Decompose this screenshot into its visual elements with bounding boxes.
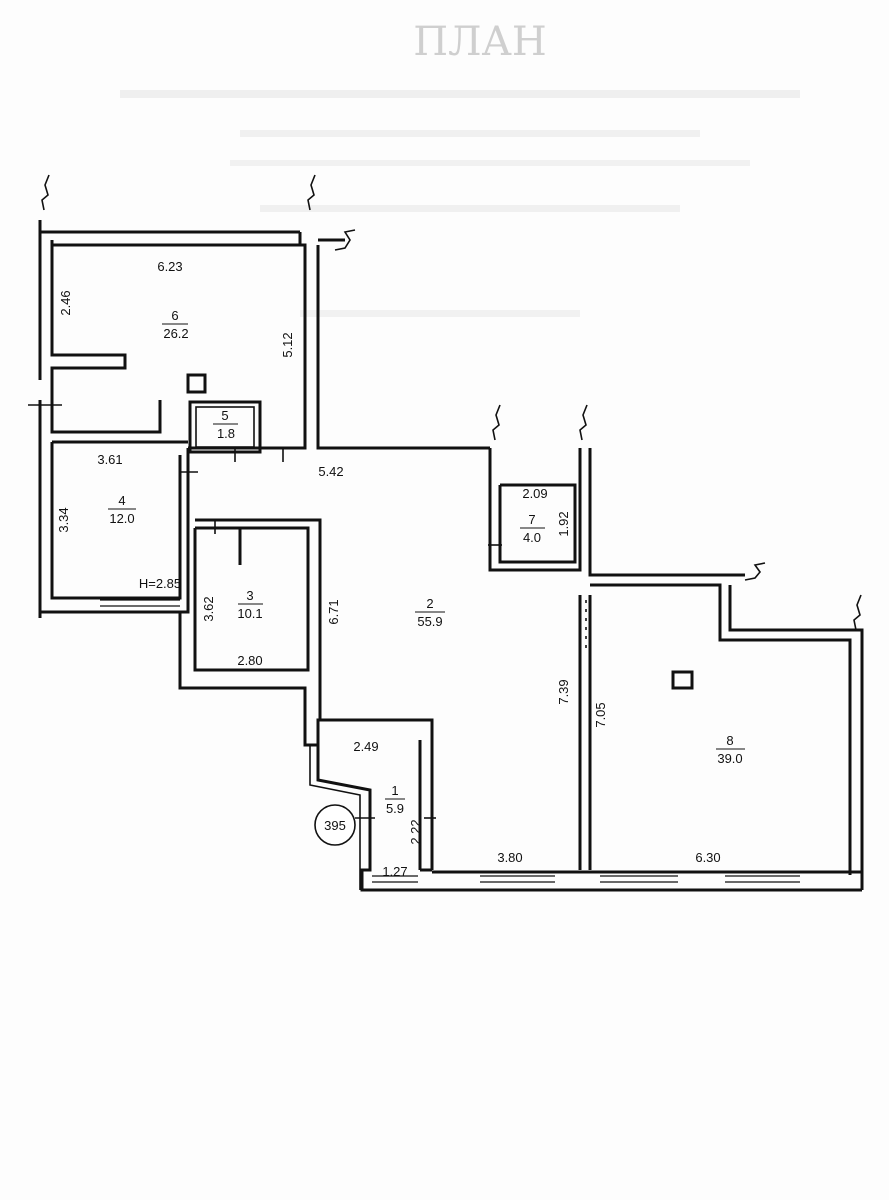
svg-text:2.49: 2.49 [353, 739, 378, 754]
svg-text:4.0: 4.0 [523, 530, 541, 545]
svg-text:3.61: 3.61 [97, 452, 122, 467]
plan-title: ПЛАН [413, 19, 546, 65]
faded-header-lines [120, 90, 800, 317]
svg-text:1: 1 [391, 783, 398, 798]
room-7-label: 7 4.0 [520, 512, 545, 545]
svg-text:5.12: 5.12 [280, 332, 295, 357]
svg-text:3.62: 3.62 [201, 596, 216, 621]
svg-text:3.34: 3.34 [56, 507, 71, 532]
svg-text:5: 5 [221, 408, 228, 423]
svg-text:2.80: 2.80 [237, 653, 262, 668]
break-marks [28, 174, 862, 819]
svg-text:2.22: 2.22 [408, 819, 423, 844]
svg-text:1.92: 1.92 [556, 511, 571, 536]
svg-text:26.2: 26.2 [163, 326, 188, 341]
svg-text:5.9: 5.9 [386, 801, 404, 816]
svg-text:395: 395 [324, 818, 346, 833]
svg-text:5.42: 5.42 [318, 464, 343, 479]
room-1-label: 1 5.9 [385, 783, 405, 816]
svg-text:1.27: 1.27 [382, 864, 407, 879]
svg-text:8: 8 [726, 733, 733, 748]
svg-text:3: 3 [246, 588, 253, 603]
svg-text:1.8: 1.8 [217, 426, 235, 441]
svg-text:2.46: 2.46 [58, 290, 73, 315]
dimensions: 6.23 2.46 5.12 3.61 3.34 5.42 2.09 1.92 … [56, 259, 721, 879]
windows [100, 599, 800, 883]
svg-text:6.23: 6.23 [157, 259, 182, 274]
svg-text:2: 2 [426, 596, 433, 611]
building-number-marker: 395 [314, 804, 356, 846]
svg-text:2.09: 2.09 [522, 486, 547, 501]
room-5-label: 5 1.8 [213, 408, 238, 441]
room-3-label: 3 10.1 [237, 588, 263, 621]
svg-text:7.39: 7.39 [556, 679, 571, 704]
svg-text:7.05: 7.05 [593, 702, 608, 727]
room-4-label: 4 12.0 [108, 493, 136, 526]
room-2-label: 2 55.9 [415, 596, 445, 629]
svg-text:4: 4 [118, 493, 125, 508]
room-6-label: 6 26.2 [162, 308, 189, 341]
svg-text:39.0: 39.0 [717, 751, 742, 766]
svg-text:55.9: 55.9 [417, 614, 442, 629]
walls [38, 220, 864, 892]
svg-text:3.80: 3.80 [497, 850, 522, 865]
room-8-label: 8 39.0 [716, 733, 745, 766]
svg-text:10.1: 10.1 [237, 606, 262, 621]
svg-text:6.30: 6.30 [695, 850, 720, 865]
svg-text:7: 7 [528, 512, 535, 527]
svg-text:6: 6 [171, 308, 178, 323]
ceiling-height-label: H=2.85 [139, 576, 181, 591]
svg-text:6.71: 6.71 [326, 599, 341, 624]
svg-text:12.0: 12.0 [109, 511, 134, 526]
